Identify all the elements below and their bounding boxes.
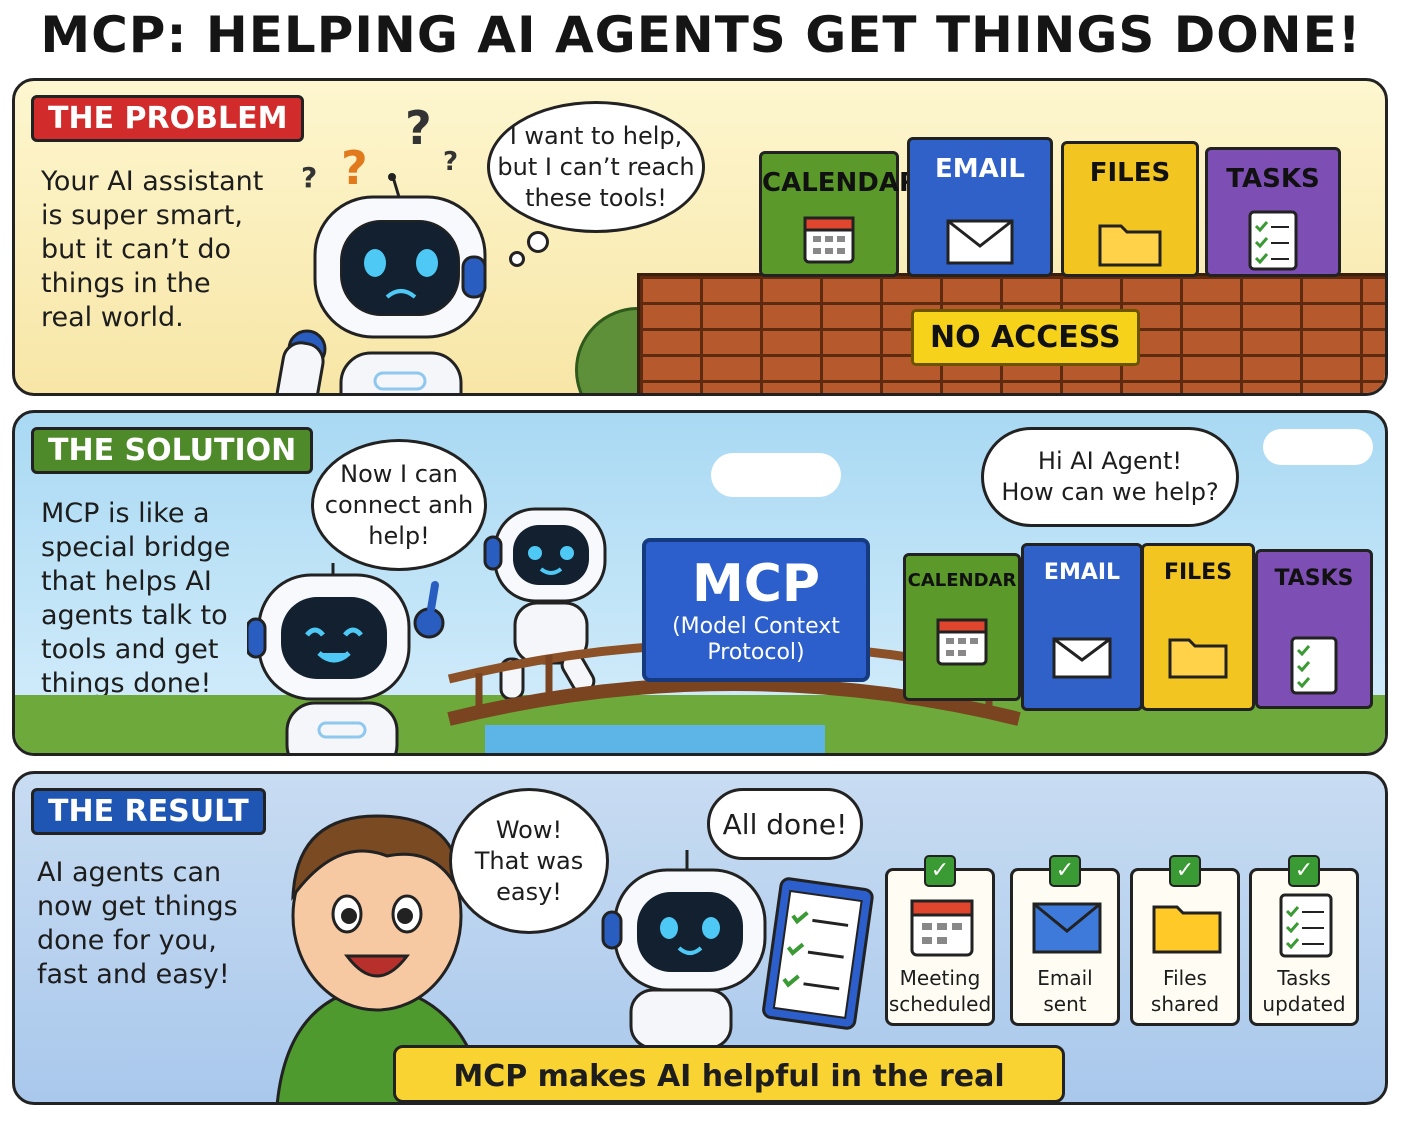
- mcp-sign: MCP (Model Context Protocol): [642, 538, 870, 682]
- email-box: EMAIL: [907, 137, 1053, 277]
- calendar-box-label: CALENDAR: [907, 570, 1017, 591]
- river: [485, 725, 825, 753]
- envelope-icon: [946, 219, 1014, 265]
- tasks-box: TASKS: [1255, 549, 1373, 709]
- problem-panel: THE PROBLEM Your AI assistant is super s…: [12, 78, 1388, 396]
- meeting-scheduled-label: Meeting scheduled: [888, 966, 992, 1016]
- result-tag: THE RESULT: [31, 788, 266, 835]
- check-icon: ✓: [1049, 855, 1081, 887]
- happy-boy-icon: [275, 814, 488, 1102]
- calendar-icon: [803, 216, 855, 264]
- page-title: MCP: HELPING AI AGENTS GET THINGS DONE!: [40, 6, 1362, 64]
- check-icon: ✓: [924, 855, 956, 887]
- email-sent-card: ✓ Email sent: [1010, 855, 1120, 1026]
- calendar-icon: [936, 618, 988, 666]
- email-box: EMAIL: [1021, 543, 1143, 711]
- files-shared-label: Files shared: [1150, 966, 1220, 1016]
- solution-robot-speech-bubble: Now I can connect anh help!: [311, 439, 487, 571]
- envelope-icon: [1052, 637, 1112, 679]
- tasks-box: TASKS: [1205, 147, 1341, 277]
- tasks-box-label: TASKS: [1226, 164, 1320, 194]
- mcp-sign-subtitle: (Model Context Protocol): [672, 614, 840, 665]
- problem-text: Your AI assistant is super smart, but it…: [41, 166, 264, 333]
- result-text: AI agents can now get things done for yo…: [37, 857, 238, 990]
- checklist-icon: [1279, 893, 1333, 958]
- brick-wall: [637, 273, 1385, 393]
- email-box-label: EMAIL: [1043, 560, 1121, 585]
- mcp-sign-title: MCP: [691, 554, 821, 614]
- calendar-box: CALENDAR: [903, 553, 1021, 701]
- files-box: FILES: [1061, 141, 1199, 277]
- files-shared-card: ✓ Files shared: [1130, 855, 1240, 1026]
- tasks-box-label: TASKS: [1274, 566, 1354, 591]
- calendar-box-label: CALENDAR: [762, 168, 920, 198]
- clipboard-robot-icon: [601, 850, 874, 1048]
- tools-speech-bubble: Hi AI Agent! How can we help?: [981, 427, 1239, 527]
- email-box-label: EMAIL: [935, 154, 1025, 184]
- folder-icon: [1152, 905, 1222, 954]
- files-box-label: FILES: [1089, 158, 1171, 188]
- result-robot-speech-bubble: All done!: [707, 788, 863, 860]
- calendar-box: CALENDAR: [759, 151, 920, 277]
- checklist-icon: [1248, 210, 1298, 271]
- meeting-scheduled-card: ✓ Meeting scheduled: [885, 855, 995, 1026]
- folder-icon: [1168, 638, 1228, 679]
- banner-text: MCP makes AI helpful in the real world!: [453, 1059, 1005, 1094]
- result-panel: THE RESULT AI agents can now get things …: [12, 771, 1388, 1105]
- thought-dot: [527, 231, 549, 253]
- boy-speech-bubble: Wow! That was easy!: [449, 788, 609, 934]
- solution-panel: THE SOLUTION MCP is like a special bridg…: [12, 410, 1388, 756]
- check-icon: ✓: [1169, 855, 1201, 887]
- tasks-updated-card: ✓ Tasks updated: [1249, 855, 1359, 1026]
- sad-robot-icon: [275, 173, 487, 393]
- thought-dot: [509, 251, 525, 267]
- check-icon: ✓: [1288, 855, 1320, 887]
- walking-robot-icon: [483, 507, 607, 701]
- cloud-decoration: [711, 453, 841, 497]
- tasks-updated-label: Tasks updated: [1262, 966, 1346, 1016]
- files-box-label: FILES: [1163, 560, 1233, 585]
- happy-robot-icon: [247, 563, 445, 753]
- calendar-icon: [910, 899, 974, 957]
- files-box: FILES: [1141, 543, 1255, 711]
- problem-robot-speech-bubble: I want to help, but I can’t reach these …: [487, 101, 705, 233]
- solution-text: MCP is like a special bridge that helps …: [41, 498, 231, 699]
- problem-tag: THE PROBLEM: [31, 95, 305, 142]
- cloud-decoration: [1263, 429, 1373, 465]
- folder-icon: [1098, 224, 1162, 267]
- solution-tag: THE SOLUTION: [31, 427, 314, 474]
- bottom-banner: MCP makes AI helpful in the real world! …: [393, 1045, 1065, 1102]
- email-sent-label: Email sent: [1037, 966, 1093, 1016]
- checklist-icon: [1290, 636, 1338, 695]
- envelope-icon: [1032, 902, 1102, 954]
- no-access-sign: NO ACCESS: [911, 309, 1140, 366]
